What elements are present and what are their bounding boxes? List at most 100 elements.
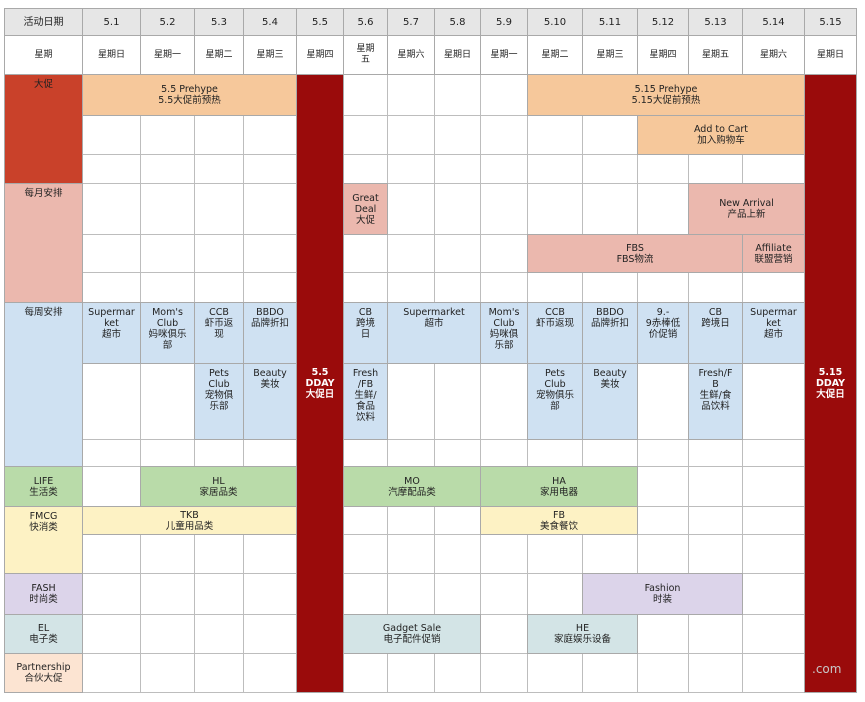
cell-text-line: 星期三 (596, 49, 624, 60)
header-date: 5.8 (434, 8, 481, 36)
cell-text-line: Fashion (644, 583, 681, 594)
cell-text-line: HL (212, 475, 225, 487)
cell-text-line: Club (156, 318, 179, 329)
header-date: 5.4 (243, 8, 297, 36)
cell-text-line: 乐部 (209, 401, 229, 412)
header-date: 5.14 (742, 8, 805, 36)
cell-text-line: 现 (214, 329, 224, 340)
header-weekday: 星期四 (296, 35, 344, 75)
header-date: 5.2 (140, 8, 195, 36)
grid-line (4, 439, 856, 440)
cell-text-line: 饮料 (355, 412, 375, 423)
cell-text-line: 星期六 (397, 49, 425, 60)
cell-text-line: 虾币返现 (535, 318, 574, 329)
cell-text-line: Gadget Sale (382, 623, 442, 634)
cell-text-line: 生活类 (29, 486, 58, 498)
cell-text-line: 电子配件促销 (383, 634, 441, 645)
section-label-promo: 大促 (4, 74, 83, 184)
cell-text-line: 5.15 Prehype (634, 84, 698, 95)
cell-text-line: Club (493, 318, 515, 329)
cell-text-line: 时尚类 (29, 594, 58, 605)
cell-text-line: FBS (626, 242, 644, 254)
cell-text-line: MO (404, 475, 420, 487)
cell-text-line: Pets (209, 368, 229, 379)
cell-text-line: 5.15大促前预热 (631, 95, 701, 106)
cell-text-line: DDAY (815, 378, 846, 389)
cell-text-line: 妈咪俱 (489, 329, 519, 340)
cell-text-line: 星期三 (256, 49, 284, 60)
header-weekday: 星期日 (82, 35, 141, 75)
cell-text-line: 5.11 (598, 16, 622, 28)
cell-text-line: 家用电器 (539, 486, 578, 498)
cell-text-line: 大促 (355, 214, 375, 226)
cell-text-line: 美妆 (260, 379, 280, 390)
header-date: 5.15 (804, 8, 857, 36)
event-block: 9.-9赤棒低价促销 (637, 302, 689, 364)
cell-text-line: CB (358, 307, 373, 318)
cell-text-line: 大促日 (816, 389, 845, 400)
section-label-monthly: 每月安排 (4, 183, 83, 303)
cell-text-line: 儿童用品类 (165, 520, 214, 532)
cell-text-line: 超市 (424, 318, 444, 329)
cell-text-line: 5.8 (449, 16, 466, 28)
watermark: .com (812, 662, 842, 676)
cell-text-line: 合伙大促 (24, 673, 63, 684)
cell-text-line: Pets (545, 368, 565, 379)
cell-text-line: 品牌折扣 (250, 318, 289, 329)
cell-text-line: 星期 (356, 44, 375, 54)
cell-text-line: Supermar (88, 307, 135, 318)
cell-text-line: Supermarket (403, 307, 465, 318)
cell-text-line: 宠物俱乐 (535, 390, 574, 401)
cell-text-line: 星期一 (490, 49, 518, 60)
cell-text-line: 五 (360, 55, 370, 65)
cell-text-line: Great (352, 192, 379, 204)
cell-text-line: 跨境日 (701, 318, 730, 329)
header-weekday: 星期三 (582, 35, 638, 75)
cell-text-line: 电子类 (29, 634, 58, 645)
cell-text-line: Fresh (352, 368, 379, 379)
cell-text-line: Partnership (16, 662, 71, 673)
cell-text-line: Mom's (152, 307, 183, 318)
cell-text-line: 9赤棒低 (645, 318, 681, 329)
cell-text-line: Add to Cart (693, 124, 749, 135)
cell-text-line: 加入购物车 (697, 135, 745, 146)
cell-text-line: Club (208, 379, 230, 390)
cell-text-line: 每月安排 (24, 188, 63, 199)
cell-text-line: 虾币返 (204, 318, 234, 329)
cell-text-line: 星期日 (443, 49, 471, 60)
cell-text-line: 5.13 (704, 16, 727, 28)
cell-text-line: B (712, 379, 719, 390)
cell-text-line: 5.7 (403, 16, 419, 28)
cell-text-line: 5.3 (211, 16, 227, 28)
cell-text-line: Supermar (750, 307, 797, 318)
cell-text-line: CCB (209, 307, 229, 318)
cell-text-line: 价促销 (648, 329, 678, 340)
cell-text-line: 部 (162, 340, 173, 351)
header-date: 5.7 (387, 8, 435, 36)
cell-text-line: 乐部 (494, 340, 514, 351)
cell-text-line: 快消类 (29, 522, 58, 533)
cell-text-line: New Arrival (719, 198, 774, 209)
cell-text-line: 家庭娱乐设备 (553, 634, 611, 645)
header-weekday: 星期五 (688, 35, 743, 75)
cell-text-line: 产品上新 (727, 209, 766, 220)
cell-text-line: Fresh/F (698, 368, 733, 379)
header-date: 5.5 (296, 8, 344, 36)
cell-text-line: FMCG (29, 511, 58, 522)
